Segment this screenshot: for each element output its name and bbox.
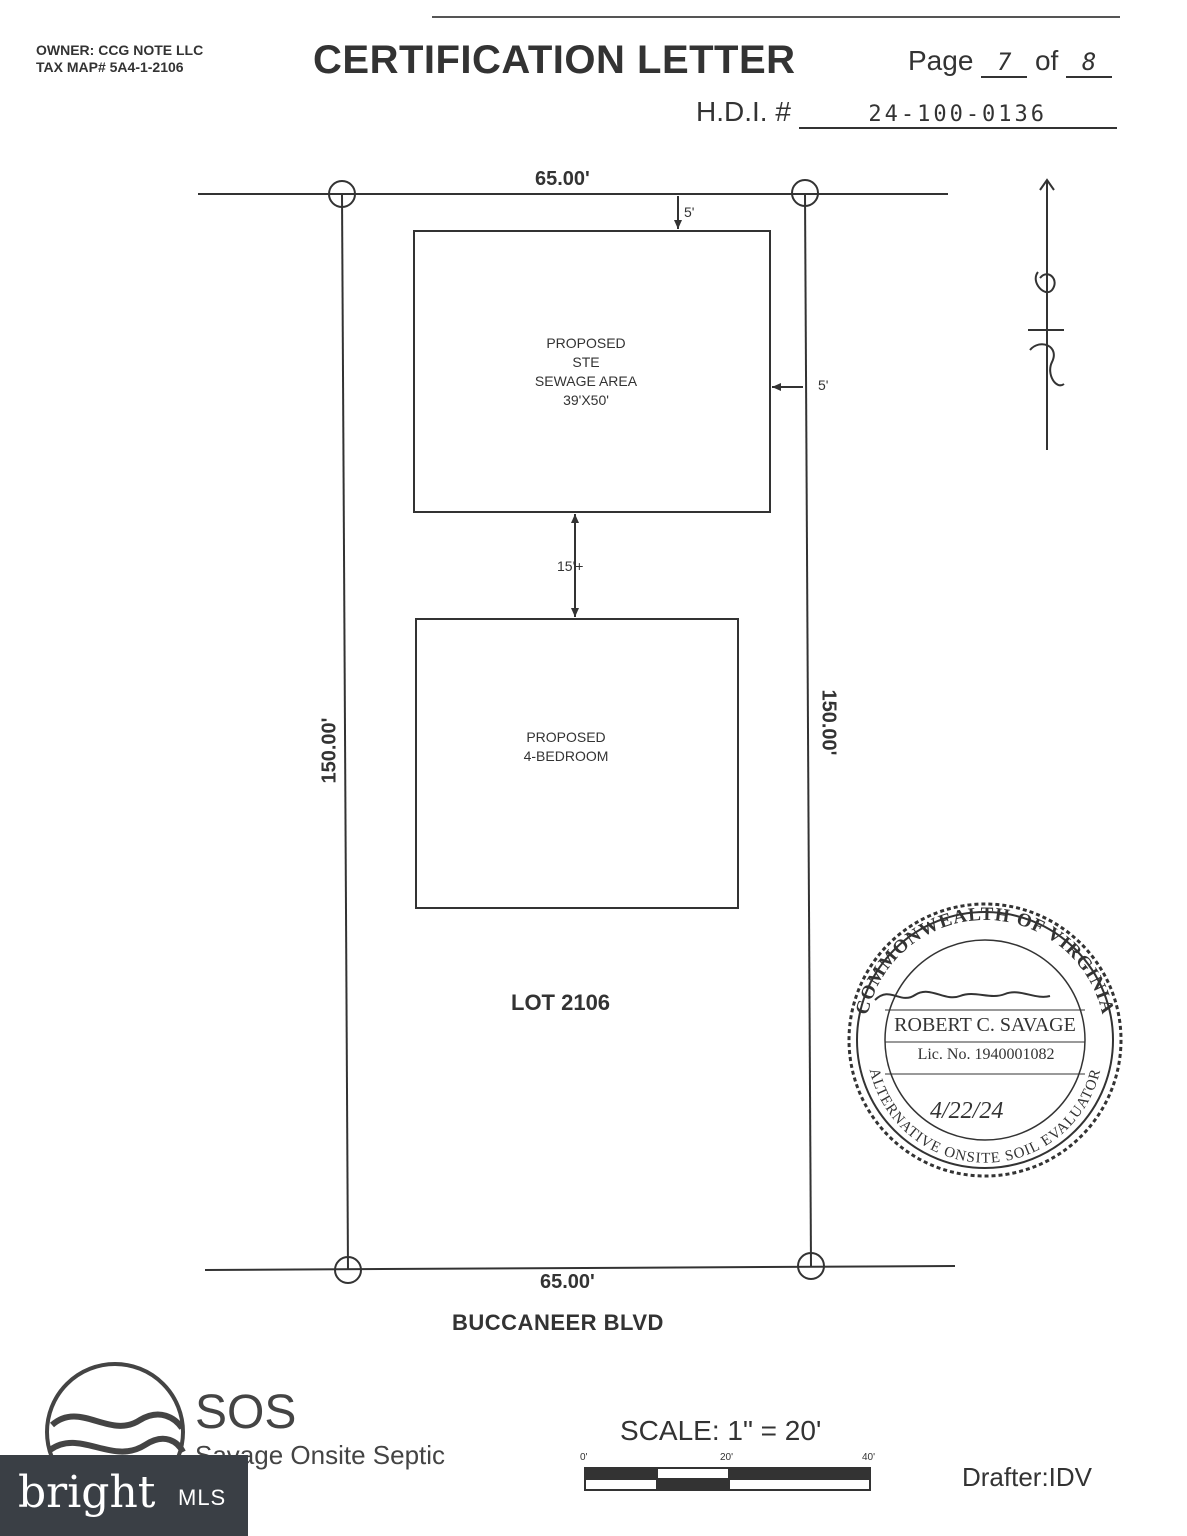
document-title: CERTIFICATION LETTER [313, 38, 796, 82]
hdi-number: H.D.I. # 24-100-0136 [696, 96, 1117, 129]
house-label: PROPOSED 4-BEDROOM [480, 728, 652, 766]
seal-name: ROBERT C. SAVAGE [894, 1014, 1076, 1036]
left-lot-line [341, 193, 349, 1271]
house-line-1: PROPOSED [526, 729, 606, 745]
sewage-line-2: STE [572, 354, 600, 370]
sos-logo-icon [45, 1362, 186, 1502]
owner-header: OWNER: CCG NOTE LLC TAX MAP# 5A4-1-2106 [36, 42, 203, 76]
sewage-line-4: 39'X50' [563, 392, 609, 408]
hdi-value: 24-100-0136 [798, 102, 1117, 129]
scale-bar [584, 1467, 871, 1491]
watermark-suffix: MLS [178, 1485, 227, 1510]
logo-title: SOS [195, 1386, 297, 1439]
setback-right-label: 5' [818, 377, 829, 393]
sewage-area-label: PROPOSED STE SEWAGE AREA 39'X50' [500, 334, 672, 410]
bottom-dimension-label: 65.00' [540, 1271, 595, 1293]
right-dimension-label: 150.00' [817, 689, 840, 756]
seal-date: 4/22/24 [930, 1098, 1004, 1124]
scale-label: SCALE: 1" = 20' [620, 1415, 822, 1446]
scale-tick-40: 40' [862, 1452, 876, 1463]
page-of-label: of [1034, 45, 1059, 76]
corner-marker-ne [791, 179, 819, 207]
page-total: 8 [1066, 48, 1113, 78]
page-label: Page [908, 45, 974, 76]
sewage-line-1: PROPOSED [546, 335, 626, 351]
left-dimension-label: 150.00' [318, 717, 341, 784]
scale-tick-0: 0' [580, 1452, 588, 1463]
sewage-line-3: SEWAGE AREA [534, 373, 638, 389]
right-lot-line [804, 193, 812, 1267]
top-dimension-label: 65.00' [535, 168, 590, 190]
page-number: 7 [981, 48, 1028, 78]
spacing-label: 15'+ [557, 558, 584, 574]
house-line-2: 4-BEDROOM [523, 748, 609, 764]
hdi-label: H.D.I. # [696, 96, 791, 127]
corner-marker-sw [334, 1256, 362, 1284]
watermark-brand: bright [18, 1467, 156, 1518]
lot-label: LOT 2106 [511, 990, 611, 1015]
sewage-area-box [413, 230, 771, 513]
tax-map-text: TAX MAP# 5A4-1-2106 [36, 59, 184, 75]
setback-top-label: 5' [684, 204, 695, 220]
corner-marker-se [797, 1252, 825, 1280]
drafter-label: Drafter:IDV [962, 1462, 1093, 1492]
evaluator-seal [847, 902, 1123, 1178]
seal-license: Lic. No. 1940001082 [917, 1046, 1055, 1063]
corner-marker-nw [328, 180, 356, 208]
bottom-boundary-line [204, 1265, 956, 1271]
owner-text: OWNER: CCG NOTE LLC [36, 42, 204, 58]
svg-text:COMMONWEALTH OF VIRGINIA: COMMONWEALTH OF VIRGINIA [852, 904, 1118, 1017]
seal-top-arc: COMMONWEALTH OF VIRGINIA [852, 904, 1117, 1017]
header-rule [432, 16, 1120, 18]
page-indicator: Page 7 of 8 [908, 45, 1113, 78]
scale-tick-20: 20' [720, 1452, 734, 1463]
north-arrow-icon [1028, 178, 1065, 450]
house-box [415, 618, 739, 909]
brightmls-watermark: bright MLS [0, 1455, 248, 1536]
street-label: BUCCANEER BLVD [452, 1310, 664, 1335]
